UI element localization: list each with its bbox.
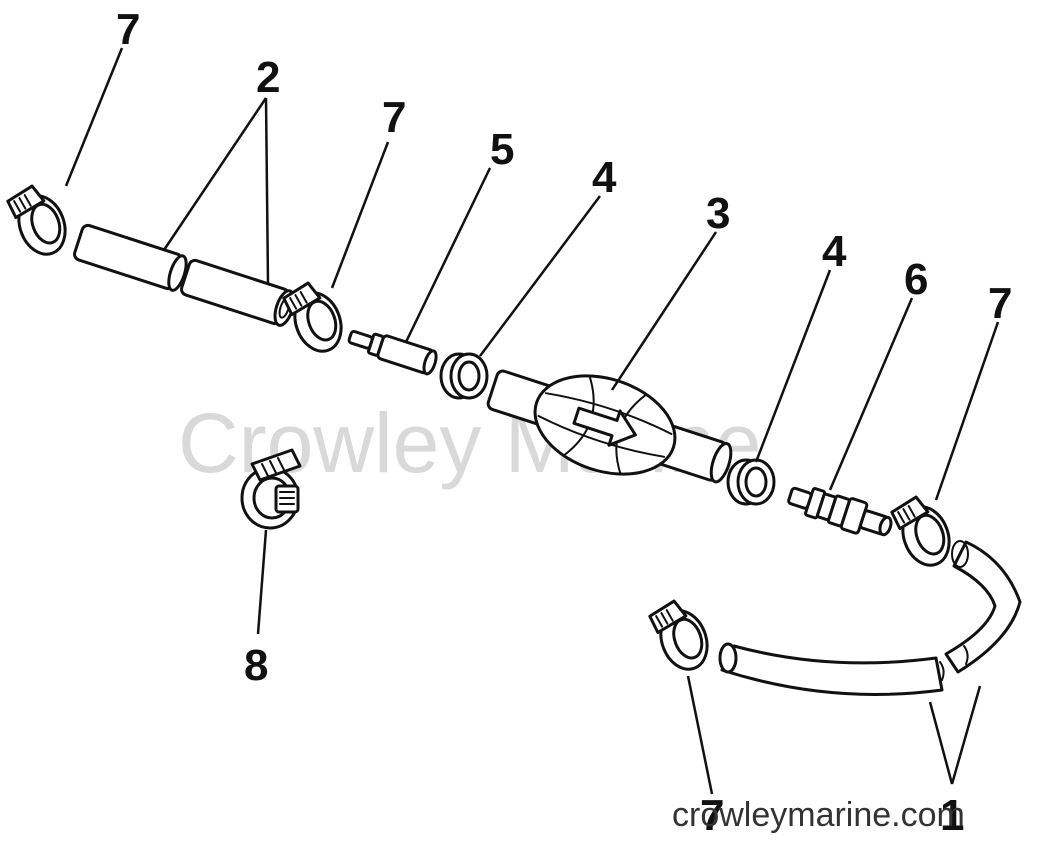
hose-clamp-bottom — [648, 599, 709, 671]
hose-clamp-right — [890, 495, 951, 567]
callout-1: 1 — [940, 791, 964, 840]
leader-line-7d — [686, 675, 714, 795]
callout-5: 5 — [490, 125, 514, 174]
callout-8: 8 — [244, 641, 268, 690]
callout-7-bottom: 7 — [700, 791, 724, 840]
callout-7-right: 7 — [988, 279, 1012, 328]
leader-line-1a — [928, 701, 954, 785]
leader-line-4b — [754, 269, 832, 463]
callout-2: 2 — [256, 53, 280, 102]
fuel-hose-segment-lower — [180, 258, 296, 327]
callout-6: 6 — [904, 255, 928, 304]
callout-4-right: 4 — [822, 227, 847, 276]
callout-7-top-left: 7 — [116, 5, 140, 54]
fuel-hose-segment-upper — [73, 223, 188, 292]
leader-line-7b — [330, 141, 390, 289]
leader-line-6 — [828, 297, 914, 491]
hose-clamp-middle — [282, 281, 343, 353]
leader-line-7a — [64, 47, 124, 187]
leader-line-4a — [479, 195, 601, 357]
fitting-connector — [347, 329, 438, 376]
callout-3: 3 — [706, 189, 730, 238]
leader-line-8 — [256, 529, 268, 635]
check-valve-fitting — [787, 486, 893, 537]
callout-7-middle: 7 — [382, 93, 406, 142]
leader-line-1b — [950, 685, 982, 785]
leader-line-2b — [264, 97, 270, 285]
leader-line-5 — [404, 167, 492, 343]
hose-clamp-top-left — [6, 184, 67, 256]
watermark-site: crowleymarine.com — [672, 796, 965, 834]
callout-4-left: 4 — [592, 153, 617, 202]
fuel-hose-curved — [718, 540, 1022, 696]
retainer-ring-right — [726, 458, 776, 506]
leader-line-2a — [162, 97, 268, 251]
leader-line-7c — [934, 321, 1000, 501]
primer-bulb — [486, 369, 733, 484]
retainer-ring-left — [439, 352, 489, 400]
worm-gear-clamp — [240, 448, 302, 530]
leader-line-3 — [610, 231, 718, 391]
